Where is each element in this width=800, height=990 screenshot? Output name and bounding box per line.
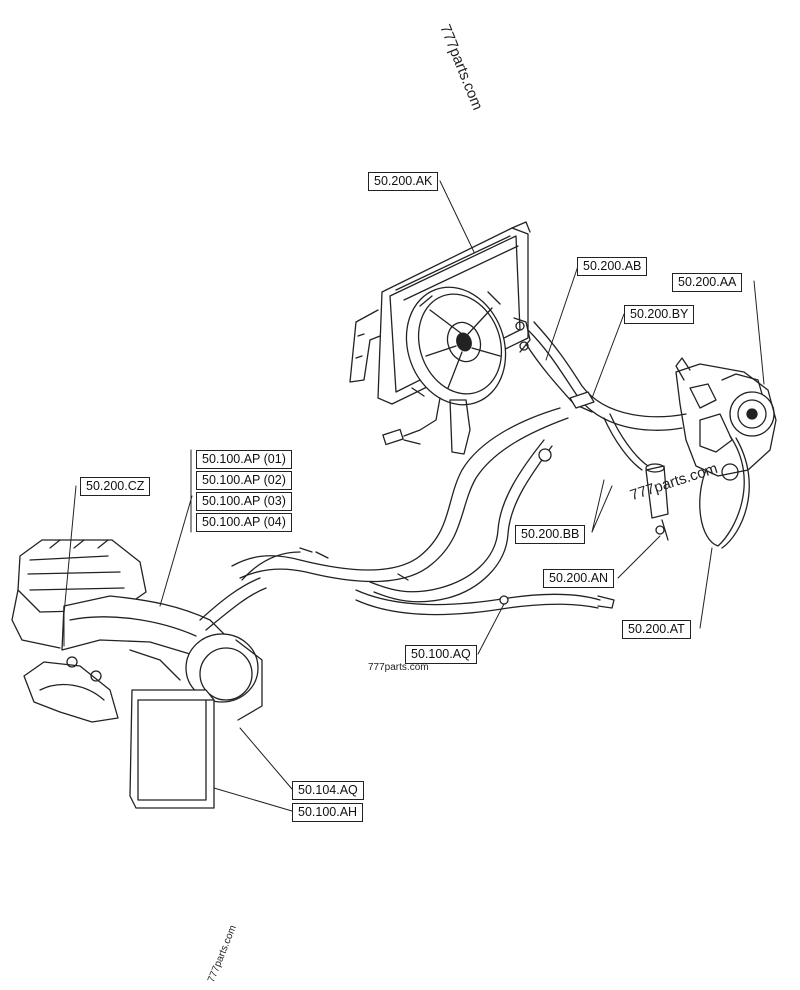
callout-50-100-ap-01[interactable]: 50.100.AP (01) (196, 450, 292, 469)
watermark-center: 777parts.com (368, 662, 429, 673)
callout-50-100-ap-04[interactable]: 50.100.AP (04) (196, 513, 292, 532)
hvac-housing (11, 539, 301, 809)
callout-50-200-aa[interactable]: 50.200.AA (672, 273, 743, 292)
callout-50-200-at[interactable]: 50.200.AT (622, 620, 691, 639)
condenser-assembly (349, 221, 531, 455)
leader-lines (63, 180, 765, 812)
callout-50-200-cz[interactable]: 50.200.CZ (80, 477, 151, 496)
callout-50-104-aq[interactable]: 50.104.AQ (292, 781, 364, 800)
callout-50-100-ap-02[interactable]: 50.100.AP (02) (196, 471, 292, 490)
callout-50-100-aq[interactable]: 50.100.AQ (405, 645, 477, 664)
compressor-assembly (675, 357, 777, 549)
callout-50-200-ab[interactable]: 50.200.AB (577, 257, 648, 276)
callout-50-200-bb[interactable]: 50.200.BB (515, 525, 586, 544)
callout-50-200-by[interactable]: 50.200.BY (624, 305, 695, 324)
hose-lines (231, 321, 687, 616)
callout-50-100-ah[interactable]: 50.100.AH (292, 803, 364, 822)
callout-50-200-an[interactable]: 50.200.AN (543, 569, 615, 588)
callout-50-200-ak[interactable]: 50.200.AK (368, 172, 439, 191)
callout-50-100-ap-03[interactable]: 50.100.AP (03) (196, 492, 292, 511)
